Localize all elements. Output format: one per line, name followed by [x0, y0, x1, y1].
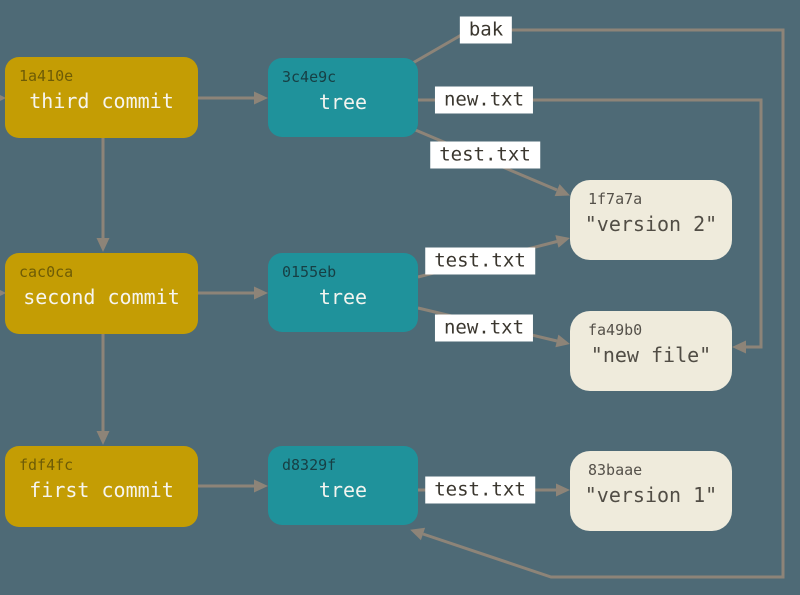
blob-hash: 1f7a7a — [588, 190, 643, 208]
edge-third-commit-to-tree-arrowhead — [254, 91, 268, 105]
edge-third-to-second-commit-arrowhead — [96, 238, 110, 252]
commit-label: second commit — [23, 285, 180, 309]
tree-hash: 3c4e9c — [282, 68, 337, 86]
edge-label-bak: bak — [459, 16, 513, 44]
commit-node-first: fdf4fc first commit — [5, 446, 198, 527]
commit-hash: fdf4fc — [19, 456, 74, 474]
edge-label-testtxt-mid: test.txt — [425, 247, 535, 275]
blob-hash: 83baae — [588, 461, 643, 479]
tree-label: tree — [318, 90, 368, 114]
tree-label: tree — [318, 285, 368, 309]
edge-mid-newtxt-arrowhead — [555, 334, 570, 348]
tree-hash: 0155eb — [282, 263, 337, 281]
edge-second-to-first-commit-arrowhead — [96, 431, 110, 445]
commit-node-second: cac0ca second commit — [5, 253, 198, 334]
tree-hash: d8329f — [282, 456, 337, 474]
edge-bak-arrowhead — [410, 527, 426, 541]
commit-label: third commit — [29, 89, 174, 113]
edge-label-newtxt-top: new.txt — [434, 86, 534, 114]
edge-top-testtxt-arrowhead — [554, 184, 570, 197]
blob-node-version2: 1f7a7a "version 2" — [570, 180, 732, 260]
edge-bottom-testtxt-arrowhead — [556, 483, 570, 497]
edge-label-testtxt-bottom: test.txt — [425, 476, 535, 504]
edge-label-newtxt-mid: new.txt — [434, 314, 534, 342]
blob-label: "version 2" — [584, 212, 718, 236]
commit-node-third: 1a410e third commit — [5, 57, 198, 138]
edge-label-testtxt-top: test.txt — [430, 141, 540, 169]
edge-top-newtxt-to-newfile-blob — [418, 98, 763, 349]
edge-mid-testtxt-arrowhead — [555, 235, 570, 248]
commit-hash: 1a410e — [19, 67, 74, 85]
blob-hash: fa49b0 — [588, 321, 643, 339]
commit-hash: cac0ca — [19, 263, 74, 281]
edge-top-newtxt-arrowhead — [732, 340, 746, 354]
blob-label: "new file" — [590, 343, 712, 367]
left-edge-arrow-stub — [0, 290, 6, 296]
blob-node-newfile: fa49b0 "new file" — [570, 311, 732, 391]
tree-node-3c4e9c: 3c4e9c tree — [268, 58, 418, 137]
tree-label: tree — [318, 478, 368, 502]
blob-node-version1: 83baae "version 1" — [570, 451, 732, 531]
blob-label: "version 1" — [584, 483, 718, 507]
edge-first-commit-to-tree-arrowhead — [254, 479, 268, 493]
commit-label: first commit — [29, 478, 174, 502]
tree-node-0155eb: 0155eb tree — [268, 253, 418, 332]
left-edge-arrow-stub — [0, 95, 6, 101]
edge-second-commit-to-tree-arrowhead — [254, 286, 268, 300]
tree-node-d8329f: d8329f tree — [268, 446, 418, 525]
